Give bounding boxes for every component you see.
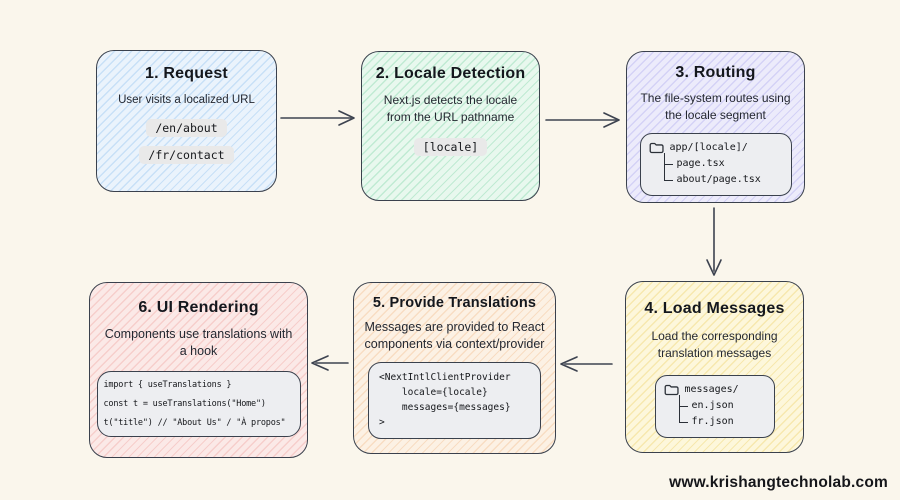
code-line: import { useTranslations }: [103, 380, 232, 391]
folder-icon: [649, 142, 664, 154]
step-title: 2. Locale Detection: [375, 65, 526, 82]
tree-row: about/page.tsx: [649, 168, 783, 188]
tree-connector: [663, 168, 665, 180]
file-name: page.tsx: [676, 158, 725, 170]
card-ui-rendering: 6. UI Rendering Components use translati…: [89, 282, 308, 458]
card-load-messages: 4. Load Messages Load the corresponding …: [625, 281, 804, 453]
arrow-step1-to-step2: [280, 110, 355, 126]
step-title: 4. Load Messages: [644, 300, 785, 317]
tree-row: page.tsx: [649, 152, 783, 172]
step-title: 1. Request: [145, 65, 228, 82]
tree-row: fr.json: [664, 410, 766, 430]
card-provide-translations: 5. Provide Translations Messages are pro…: [353, 282, 556, 454]
arrow-step3-to-step4: [706, 207, 722, 276]
tree-connector: [663, 152, 665, 172]
arrow-step5-to-step6: [311, 355, 349, 371]
url-examples: /en/about /fr/contact: [139, 118, 234, 164]
file-name: about/page.tsx: [676, 174, 761, 186]
card-locale-detection: 2. Locale Detection Next.js detects the …: [361, 51, 540, 201]
url-chip: /en/about: [146, 118, 227, 137]
code-snippet: <NextIntlClientProvider locale={locale} …: [368, 362, 541, 440]
step-description: The file-system routes using the locale …: [640, 91, 791, 122]
code-line: const t = useTranslations("Home"): [103, 399, 266, 410]
step-title: 6. UI Rendering: [138, 299, 259, 316]
step-title: 5. Provide Translations: [372, 295, 537, 311]
step-description: User visits a localized URL: [118, 94, 255, 107]
arrow-step2-to-step3: [545, 112, 620, 128]
card-request: 1. Request User visits a localized URL /…: [96, 50, 277, 192]
step-description: Components use translations with a hook: [104, 327, 293, 359]
card-routing: 3. Routing The file-system routes using …: [626, 51, 805, 203]
watermark-url: www.krishangtechnolab.com: [669, 474, 888, 491]
arrow-step4-to-step5: [560, 356, 613, 372]
step-title: 3. Routing: [675, 64, 756, 81]
tree-connector: [678, 410, 680, 422]
folder-icon: [664, 384, 679, 396]
code-line: <NextIntlClientProvider: [379, 372, 511, 384]
step-description: Messages are provided to React component…: [364, 319, 545, 351]
file-name: fr.json: [691, 416, 734, 428]
step-description: Next.js detects the locale from the URL …: [383, 93, 518, 124]
tree-row: en.json: [664, 394, 766, 414]
folder-name: messages/: [684, 384, 739, 396]
file-tree: app/[locale]/ page.tsx about/page.tsx: [639, 132, 792, 196]
file-tree: messages/ en.json fr.json: [654, 374, 775, 438]
code-line: t("title") // "About Us" / "À propos": [103, 418, 286, 429]
folder-name: app/[locale]/: [669, 142, 748, 154]
tree-root: messages/: [664, 382, 766, 398]
code-snippet: import { useTranslations } const t = use…: [96, 371, 301, 438]
url-chip: /fr/contact: [139, 145, 234, 164]
code-line: messages={messages}: [379, 401, 511, 413]
locale-chip: [locale]: [413, 137, 488, 156]
step-description: Load the corresponding translation messa…: [651, 329, 778, 360]
file-name: en.json: [691, 400, 734, 412]
code-line: locale={locale}: [379, 387, 488, 399]
code-line: >: [379, 416, 385, 428]
tree-root: app/[locale]/: [649, 140, 783, 156]
tree-connector: [678, 394, 680, 414]
